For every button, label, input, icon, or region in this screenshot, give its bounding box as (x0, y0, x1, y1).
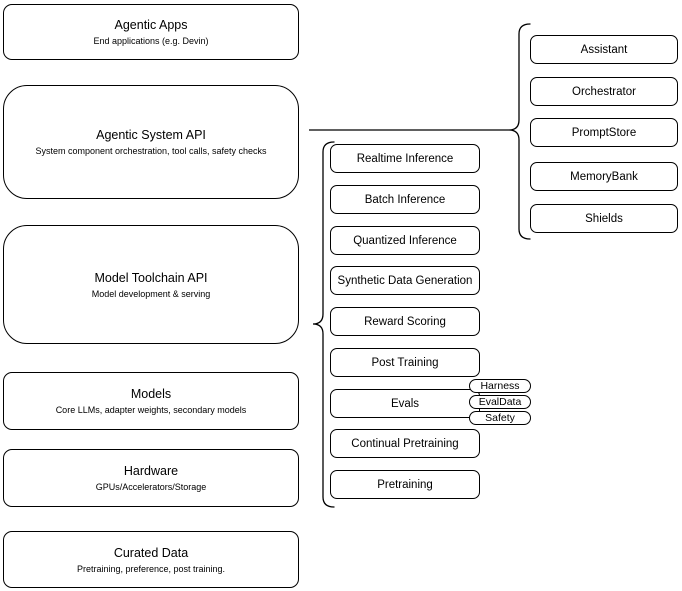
toolchain-item-evals: Evals (330, 389, 480, 418)
layer-box-model-toolchain-api: Model Toolchain API Model development & … (3, 225, 299, 344)
layer-subtitle: End applications (e.g. Devin) (93, 36, 209, 46)
eval-tag-evaldata: EvalData (469, 395, 531, 409)
component-shields: Shields (530, 204, 678, 233)
component-label: Shields (585, 212, 623, 225)
layer-subtitle: Model development & serving (91, 288, 211, 299)
layer-box-curated-data: Curated Data Pretraining, preference, po… (3, 531, 299, 588)
toolchain-item-label: Reward Scoring (364, 315, 446, 328)
layer-title: Hardware (123, 464, 179, 478)
component-label: Assistant (580, 43, 628, 56)
layer-box-agentic-system-api: Agentic System API System component orch… (3, 85, 299, 199)
toolchain-brace (312, 141, 335, 508)
toolchain-item-pretraining: Pretraining (330, 470, 480, 499)
toolchain-item-realtime-inference: Realtime Inference (330, 144, 480, 173)
toolchain-item-post-training: Post Training (330, 348, 480, 377)
toolchain-item-quantized-inference: Quantized Inference (330, 226, 480, 255)
layer-title: Model Toolchain API (94, 270, 208, 285)
layer-title: Agentic Apps (114, 18, 188, 32)
layer-title: Models (130, 387, 172, 401)
toolchain-item-label: Realtime Inference (356, 152, 454, 165)
component-promptstore: PromptStore (530, 118, 678, 147)
layer-box-models: Models Core LLMs, adapter weights, secon… (3, 372, 299, 430)
toolchain-item-continual-pretraining: Continual Pretraining (330, 429, 480, 458)
layer-box-agentic-apps: Agentic Apps End applications (e.g. Devi… (3, 4, 299, 60)
components-brace (508, 23, 531, 240)
eval-tag-harness: Harness (469, 379, 531, 393)
component-assistant: Assistant (530, 35, 678, 64)
toolchain-item-synthetic-data-generation: Synthetic Data Generation (330, 266, 480, 295)
layer-subtitle: System component orchestration, tool cal… (35, 146, 267, 156)
toolchain-item-label: Post Training (371, 356, 439, 369)
layer-title: Curated Data (113, 545, 189, 560)
layer-box-hardware: Hardware GPUs/Accelerators/Storage (3, 449, 299, 507)
toolchain-item-label: Continual Pretraining (351, 437, 459, 450)
layer-title: Agentic System API (96, 128, 206, 142)
eval-tag-label: Safety (485, 412, 515, 424)
toolchain-item-label: Pretraining (377, 478, 433, 491)
layer-subtitle: Core LLMs, adapter weights, secondary mo… (55, 405, 247, 415)
layer-subtitle: GPUs/Accelerators/Storage (95, 482, 207, 492)
toolchain-item-label: Evals (390, 397, 420, 410)
component-label: MemoryBank (570, 170, 638, 183)
toolchain-item-reward-scoring: Reward Scoring (330, 307, 480, 336)
component-label: PromptStore (571, 126, 637, 139)
eval-tag-label: Harness (480, 380, 520, 392)
toolchain-item-label: Batch Inference (364, 193, 446, 206)
component-orchestrator: Orchestrator (530, 77, 678, 106)
toolchain-item-batch-inference: Batch Inference (330, 185, 480, 214)
eval-tag-safety: Safety (469, 411, 531, 425)
component-label: Orchestrator (572, 85, 636, 98)
layer-subtitle: Pretraining, preference, post training. (76, 563, 226, 574)
toolchain-item-label: Quantized Inference (353, 234, 457, 247)
eval-tag-label: EvalData (478, 396, 522, 408)
component-memorybank: MemoryBank (530, 162, 678, 191)
toolchain-item-label: Synthetic Data Generation (337, 274, 473, 287)
